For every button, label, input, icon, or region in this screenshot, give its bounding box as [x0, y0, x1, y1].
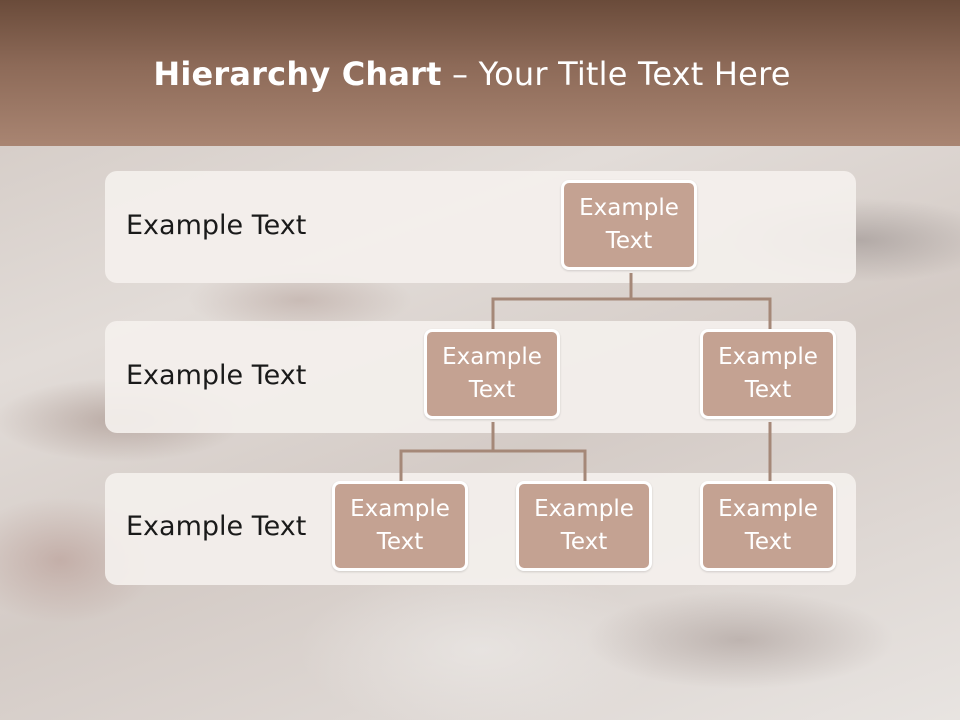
level-2-label: Example Text [126, 360, 307, 391]
node-level3-a[interactable]: Example Text [332, 481, 468, 571]
node-level2-left[interactable]: Example Text [424, 329, 560, 419]
level-band-1 [105, 171, 856, 283]
node-root-text: Example Text [579, 195, 679, 254]
level-3-label: Example Text [126, 511, 307, 542]
title-rest: – Your Title Text Here [441, 55, 791, 93]
node-level3-b-text: Example Text [534, 496, 634, 555]
node-level3-c[interactable]: Example Text [700, 481, 836, 571]
node-level3-a-text: Example Text [350, 496, 450, 555]
title-bold: Hierarchy Chart [153, 55, 442, 93]
node-level2-right-text: Example Text [718, 344, 818, 403]
node-root[interactable]: Example Text [561, 180, 697, 270]
connector-root [491, 273, 772, 330]
level-1-label: Example Text [126, 210, 307, 241]
title-bar: Hierarchy Chart – Your Title Text Here [0, 0, 960, 146]
node-level3-c-text: Example Text [718, 496, 818, 555]
node-level2-right[interactable]: Example Text [700, 329, 836, 419]
slide-title: Hierarchy Chart – Your Title Text Here [0, 55, 944, 93]
node-level2-left-text: Example Text [442, 344, 542, 403]
node-level3-b[interactable]: Example Text [516, 481, 652, 571]
connector-left [399, 422, 587, 483]
